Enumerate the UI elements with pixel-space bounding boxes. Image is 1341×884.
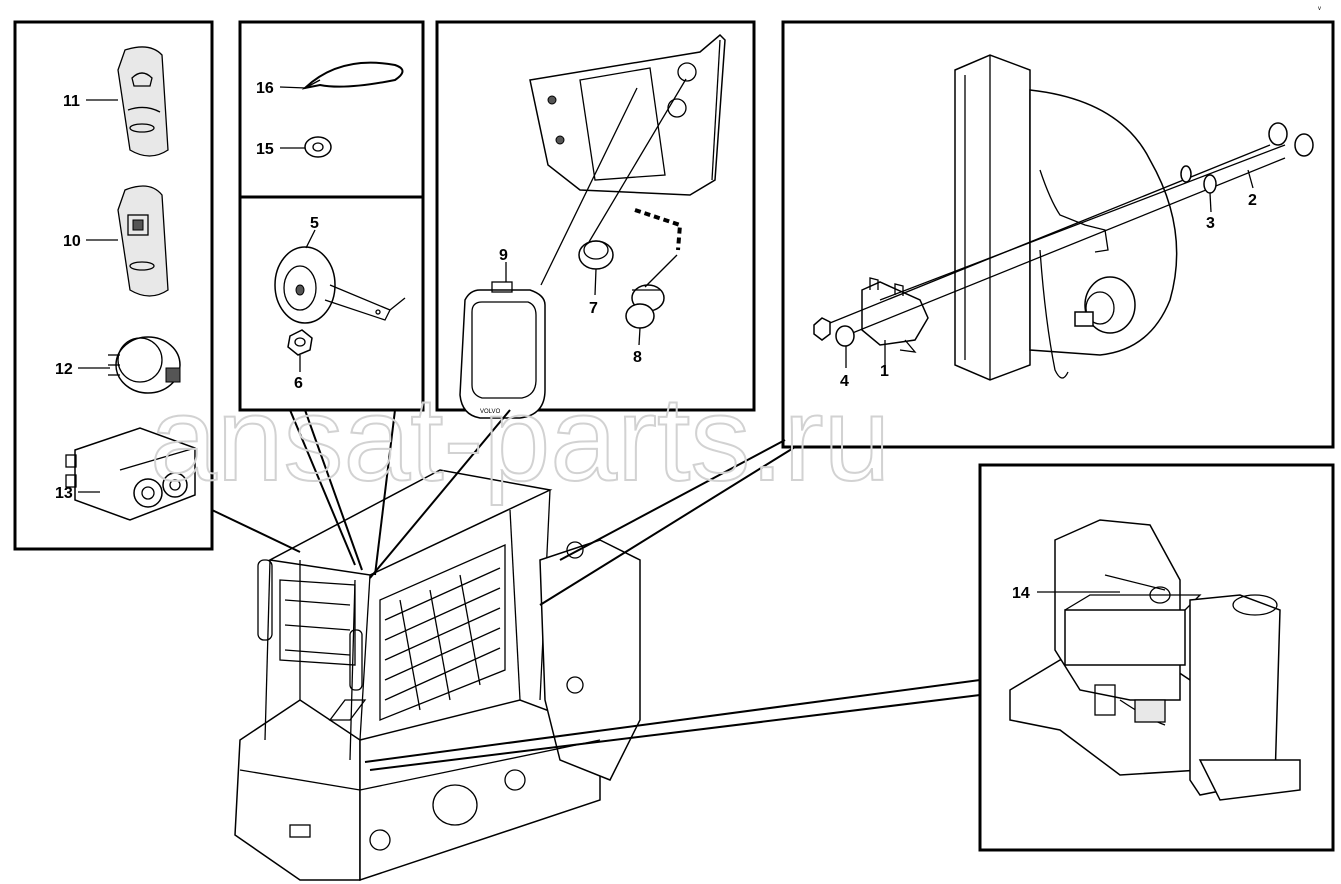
panel-switches-box	[13, 20, 214, 551]
cab-post	[954, 54, 1178, 381]
callout-11: 11	[63, 93, 80, 110]
horn-box	[238, 195, 425, 412]
power-outlet-switch	[65, 427, 196, 521]
cable-tie	[301, 61, 404, 90]
callout-7: 7	[589, 300, 598, 317]
callout-12: 12	[55, 361, 73, 378]
grommet-large	[578, 240, 614, 270]
callout-9: 9	[499, 247, 508, 264]
callout-6: 6	[294, 375, 303, 392]
nut	[287, 329, 313, 356]
callout-2: 2	[1248, 192, 1257, 209]
callout-4: 4	[840, 373, 849, 390]
callout-15: 15	[256, 141, 274, 158]
svg-text:VOLVO: VOLVO	[480, 409, 501, 415]
ignition-switch	[108, 336, 181, 394]
rocker-switch-light	[117, 46, 169, 157]
ties-box	[238, 20, 425, 199]
callout-13: 13	[55, 485, 73, 502]
display-box	[435, 20, 756, 412]
callout-1: 1	[880, 363, 889, 380]
machine-frame	[234, 469, 641, 882]
corner-mark: v	[1318, 6, 1321, 12]
rocker-switch-hazard	[117, 185, 169, 297]
display-bracket	[529, 33, 726, 196]
callout-8: 8	[633, 349, 642, 366]
module-box	[978, 463, 1335, 852]
leader-lines	[211, 409, 981, 771]
park-switch	[861, 277, 929, 353]
grommet-connector	[625, 284, 665, 329]
display-unit: VOLVO	[459, 281, 546, 419]
control-module-area	[1009, 519, 1301, 801]
callout-14: 14	[1012, 585, 1030, 602]
horn	[274, 246, 406, 324]
connector-plug	[1074, 276, 1136, 334]
watermark: ansat-parts.ru	[150, 372, 890, 506]
callout-leaders	[78, 86, 1254, 493]
washers-nuts	[813, 165, 1217, 347]
switch-bracket-box	[781, 20, 1335, 449]
callout-3: 3	[1206, 215, 1215, 232]
callout-10: 10	[63, 233, 81, 250]
callout-labels: 1 2 3 4 5 6 7 8 9 10 11 12 13 14 15 16	[55, 80, 1257, 602]
callout-5: 5	[310, 215, 319, 232]
washer	[304, 136, 332, 158]
callout-16: 16	[256, 80, 274, 97]
